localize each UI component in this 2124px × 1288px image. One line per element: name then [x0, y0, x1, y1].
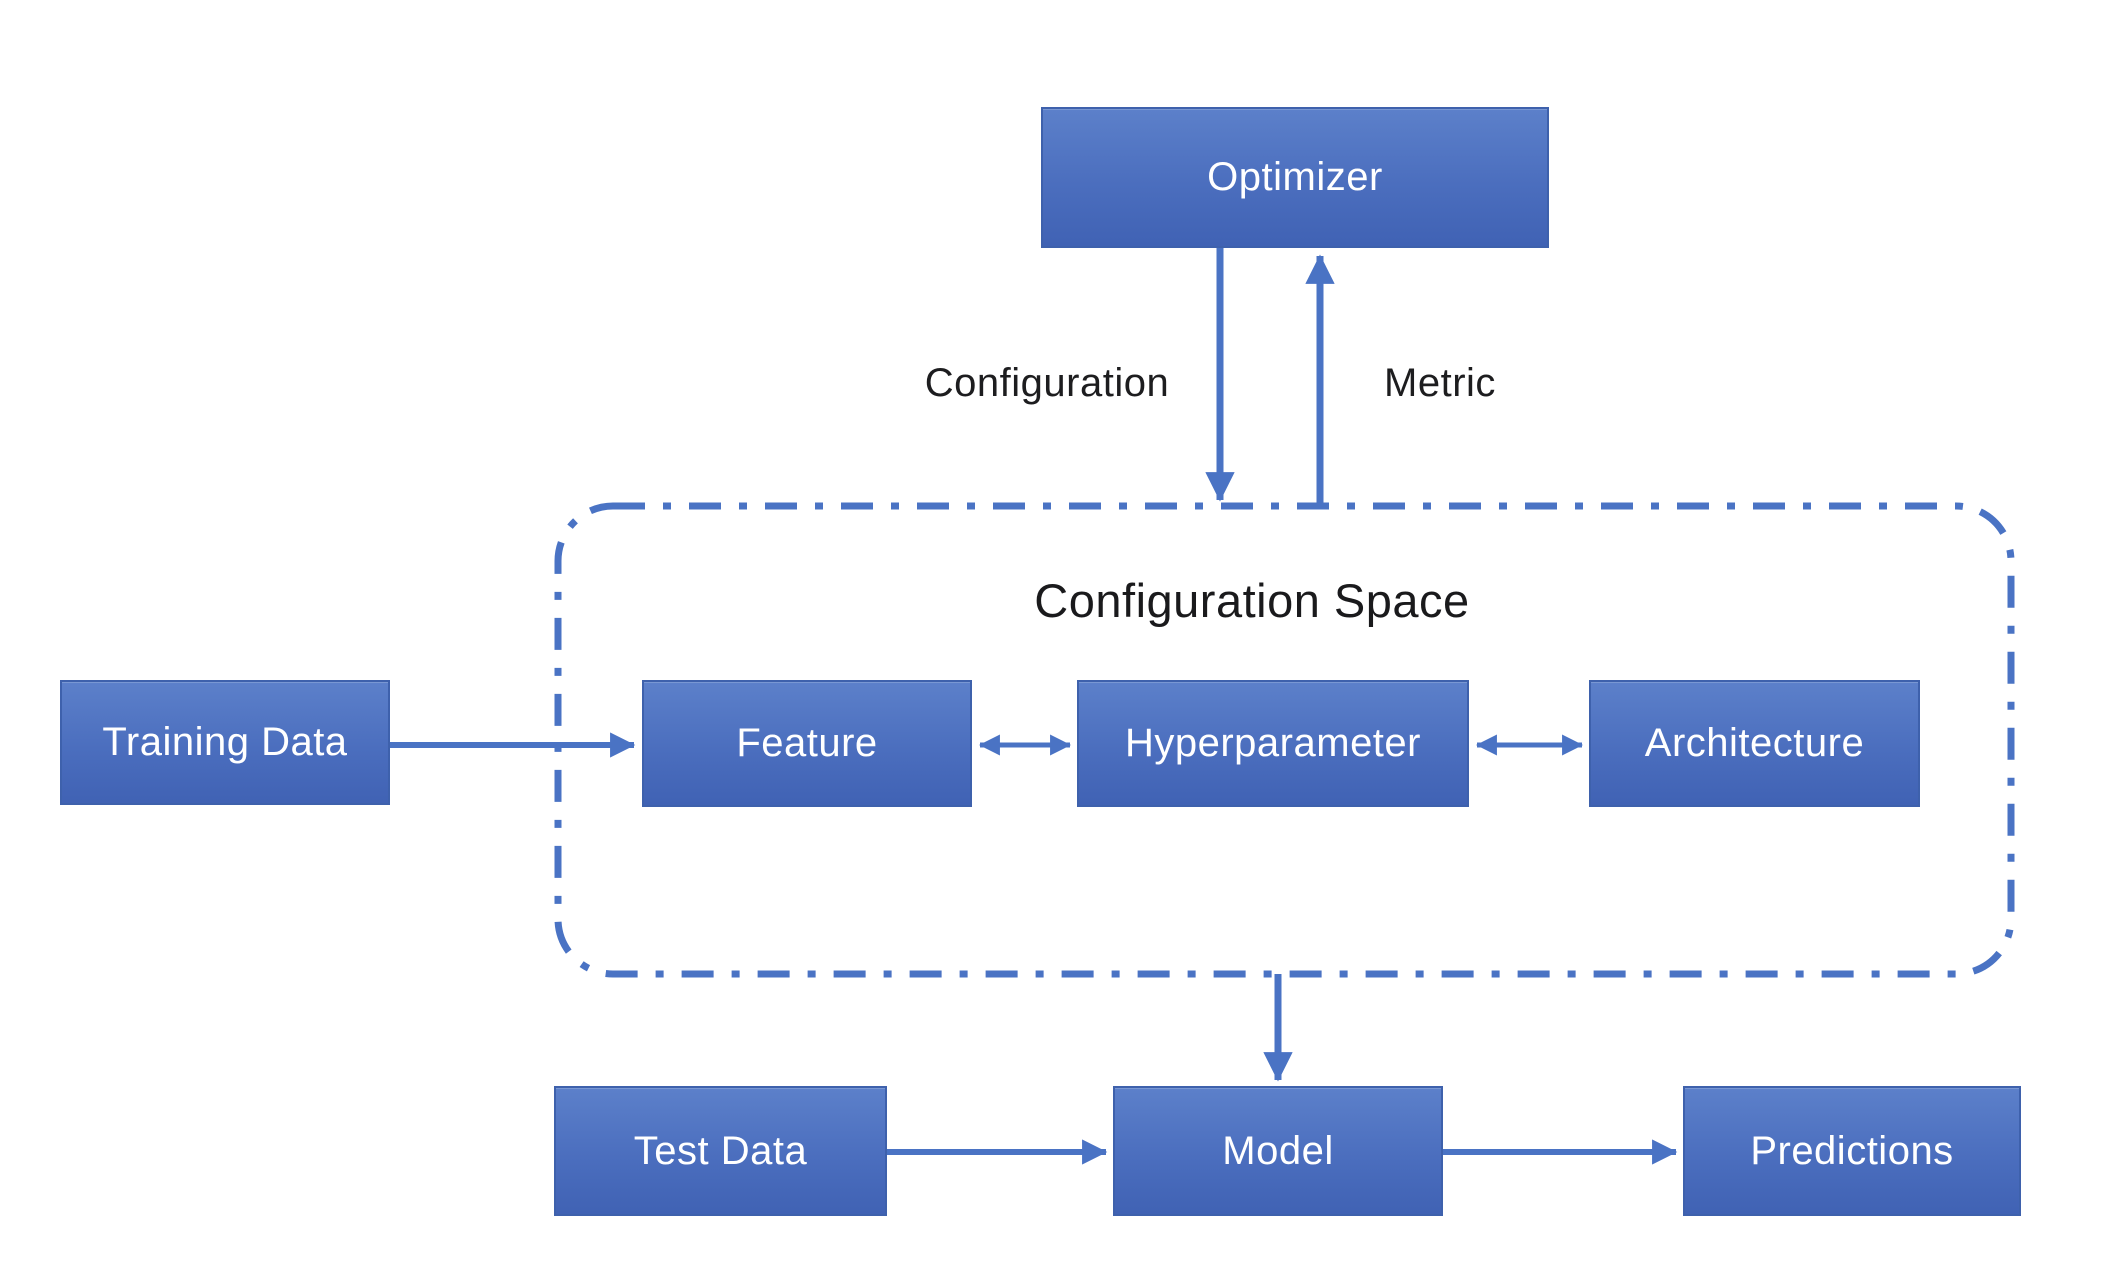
node-predictions: Predictions	[1683, 1086, 2021, 1216]
node-optimizer-label: Optimizer	[1207, 155, 1383, 199]
edge-label-configuration-text: Configuration	[924, 360, 1170, 405]
configuration-space-boundary	[554, 502, 2015, 978]
node-feature: Feature	[642, 680, 972, 807]
node-architecture-label: Architecture	[1644, 721, 1865, 765]
node-optimizer: Optimizer	[1041, 107, 1549, 248]
node-feature-label: Feature	[736, 721, 878, 765]
node-training-data-label: Training Data	[102, 720, 348, 764]
node-hyperparameter-label: Hyperparameter	[1124, 721, 1421, 765]
node-architecture: Architecture	[1589, 680, 1920, 807]
edge-label-metric: Metric	[1290, 353, 1590, 413]
node-model: Model	[1113, 1086, 1443, 1216]
node-training-data: Training Data	[60, 680, 390, 805]
node-model-label: Model	[1222, 1128, 1334, 1173]
node-test-data: Test Data	[554, 1086, 887, 1216]
configuration-space-title: Configuration Space	[952, 571, 1552, 629]
edge-label-metric-text: Metric	[1384, 360, 1496, 405]
node-predictions-label: Predictions	[1750, 1128, 1954, 1173]
edge-label-configuration: Configuration	[847, 353, 1247, 413]
node-test-data-label: Test Data	[633, 1128, 808, 1173]
configuration-space-title-text: Configuration Space	[1034, 573, 1470, 627]
node-hyperparameter: Hyperparameter	[1077, 680, 1469, 807]
